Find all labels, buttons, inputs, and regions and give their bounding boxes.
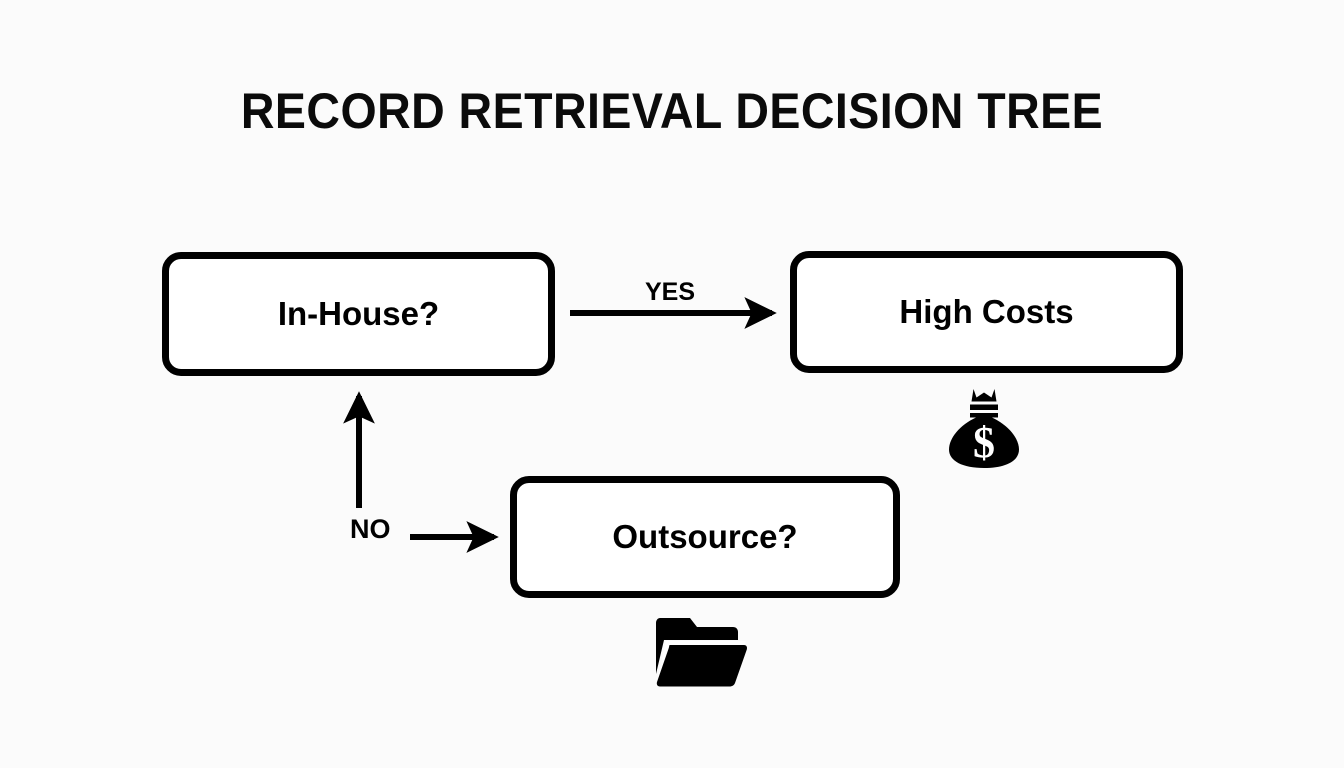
node-high-costs[interactable]: High Costs bbox=[790, 251, 1183, 373]
folder-icon bbox=[654, 614, 748, 690]
edge-label-no: NO bbox=[350, 514, 391, 544]
node-high-costs-label: High Costs bbox=[899, 293, 1074, 330]
node-outsource[interactable]: Outsource? bbox=[510, 476, 900, 598]
node-in-house-label: In-House? bbox=[277, 295, 440, 332]
page-title: RECORD RETRIEVAL DECISION TREE bbox=[240, 83, 1104, 139]
money-bag-icon: $ bbox=[946, 387, 1022, 469]
edge-label-yes: YES bbox=[645, 278, 696, 306]
node-outsource-label: Outsource? bbox=[612, 518, 798, 555]
svg-text:$: $ bbox=[973, 418, 995, 467]
node-in-house[interactable]: In-House? bbox=[162, 252, 555, 376]
